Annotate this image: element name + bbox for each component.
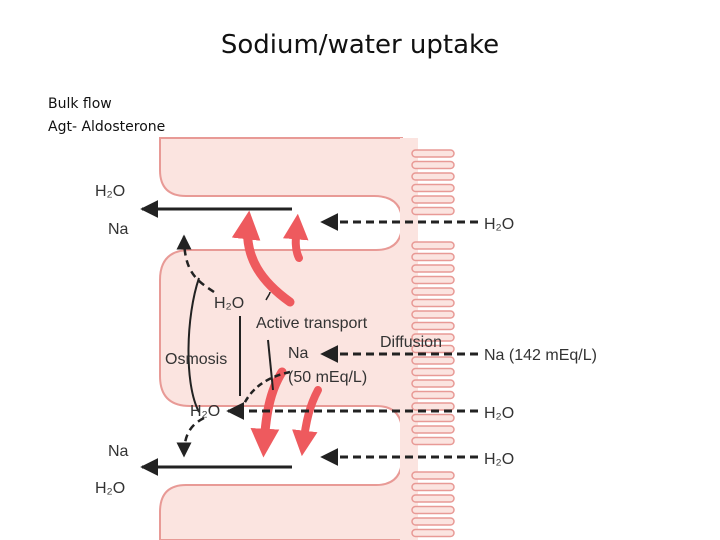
microvillus: [411, 287, 455, 296]
cell-h2o-upper-label: H₂O: [214, 295, 244, 312]
microvillus: [411, 321, 455, 331]
osmosis-dashed-down: [176, 416, 205, 458]
note-agent: Agt- Aldosterone: [48, 119, 166, 135]
lumen-h2o-mid-label: H₂O: [484, 405, 514, 422]
diffusion-arrows: [226, 213, 478, 466]
microvillus: [411, 390, 455, 400]
osmosis-arrows: [176, 234, 291, 458]
microvillus: [411, 425, 455, 434]
microvillus: [411, 413, 455, 423]
active-transport-label: Active transport: [256, 315, 368, 332]
bulk-flow-arrows: [140, 200, 292, 476]
cell-h2o-lower-label: H₂O: [190, 403, 220, 420]
space-na-bottom-label: Na: [108, 443, 129, 460]
microvillus: [411, 206, 455, 216]
active-transport-arrows: [231, 210, 322, 458]
microvillus: [411, 436, 455, 446]
microvillus: [411, 310, 455, 319]
microvillus: [411, 298, 455, 308]
microvillus: [411, 172, 455, 181]
cell-na-dashed-curve: [242, 370, 291, 405]
active-arrow-up-1: [231, 210, 295, 307]
slide-title: Sodium/water uptake: [220, 30, 500, 60]
cell-na-label: Na: [288, 345, 309, 362]
lumen-na-label: Na (142 mEq/L): [484, 347, 597, 364]
microvillus: [411, 264, 455, 273]
cell-bottom: [159, 457, 403, 540]
microvillus: [411, 149, 455, 158]
lumen-h2o-bottom-label: H₂O: [484, 451, 514, 468]
osmosis-label: Osmosis: [165, 351, 227, 368]
microvillus: [411, 494, 455, 503]
epithelial-cells: [159, 137, 455, 540]
microvilli-brush-border: [411, 149, 455, 538]
active-arrow-up-2: [282, 213, 309, 262]
microvillus: [411, 528, 455, 538]
cell-h2o-dashed-curve: [265, 291, 271, 301]
osmosis-bracket: [187, 277, 200, 413]
cell-middle: [159, 223, 403, 433]
microvillus: [411, 367, 455, 377]
diagram-labels: H₂O Na Na H₂O H₂O Na (142 mEq/L) H₂O H₂O…: [95, 183, 597, 497]
microvillus: [411, 402, 455, 411]
microvillus: [411, 333, 455, 342]
microvillus: [411, 356, 455, 365]
microvillus: [411, 252, 455, 262]
microvillus: [411, 517, 455, 526]
microvillus: [411, 471, 455, 480]
microvillus: [411, 482, 455, 492]
space-na-top-label: Na: [108, 221, 129, 238]
lumen-h2o-top-label: H₂O: [484, 216, 514, 233]
diffusion-label: Diffusion: [380, 334, 442, 351]
microvillus: [411, 160, 455, 170]
active-arrow-down-1: [250, 367, 287, 458]
osmosis-tick-right: [267, 339, 274, 391]
cell-na-concentration-label: (50 mEq/L): [288, 369, 367, 386]
space-h2o-top-label: H₂O: [95, 183, 125, 200]
microvillus: [411, 275, 455, 285]
active-arrow-down-2: [292, 386, 322, 457]
microvillus: [411, 183, 455, 193]
microvillus: [411, 241, 455, 250]
microvillus: [411, 195, 455, 204]
osmosis-dashed-up: [176, 234, 215, 294]
microvillus: [411, 379, 455, 388]
note-bulk-flow: Bulk flow: [48, 96, 112, 112]
space-h2o-bottom-label: H₂O: [95, 480, 125, 497]
microvillus: [411, 505, 455, 515]
